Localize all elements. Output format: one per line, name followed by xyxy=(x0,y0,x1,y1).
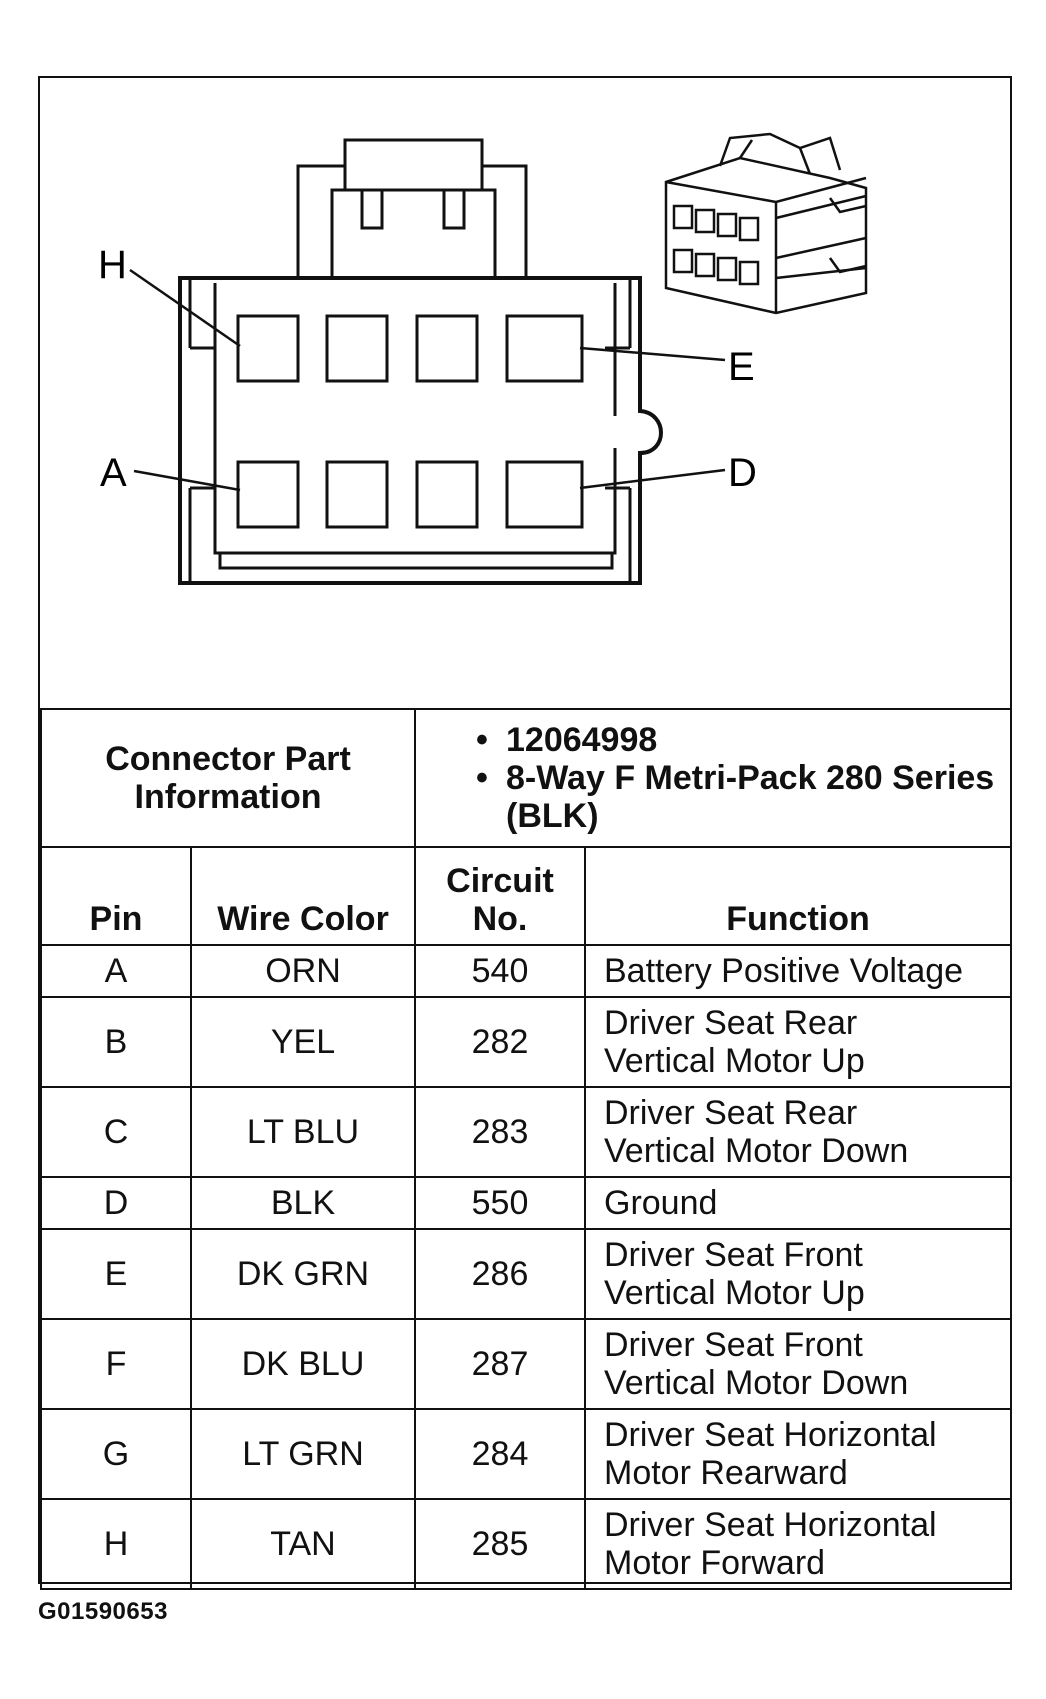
pin-cell: G xyxy=(40,1408,192,1500)
wire-color-cell: LT GRN xyxy=(190,1408,416,1500)
cavity-e xyxy=(505,314,584,383)
connector-isometric-view xyxy=(664,132,868,315)
function-line: Vertical Motor Down xyxy=(604,1364,909,1402)
pin-cell: H xyxy=(40,1498,192,1590)
function-line: Vertical Motor Up xyxy=(604,1042,865,1080)
function-line: Driver Seat Front xyxy=(604,1236,863,1274)
connector-face-diagram: H E A D xyxy=(98,132,868,585)
function-line: Motor Forward xyxy=(604,1544,826,1582)
cavity-b xyxy=(325,460,389,529)
function-line: Battery Positive Voltage xyxy=(604,952,964,990)
pin-cell: E xyxy=(40,1228,192,1320)
circuit-cell: 283 xyxy=(414,1086,586,1178)
circuit-cell: 287 xyxy=(414,1318,586,1410)
pin-label-a: A xyxy=(100,451,127,495)
table-header-row: Pin Wire Color Circuit No. Function xyxy=(40,846,1013,946)
wire-color-cell: LT BLU xyxy=(190,1086,416,1178)
pin-cell: C xyxy=(40,1086,192,1178)
function-line: Driver Seat Rear xyxy=(604,1004,858,1042)
function-line: Ground xyxy=(604,1184,718,1222)
connector-info-values: 12064998 8-Way F Metri-Pack 280 Series (… xyxy=(413,708,1013,848)
cavity-h xyxy=(236,314,300,383)
connector-pinout-table: Connector Part Information 12064998 8-Wa… xyxy=(40,708,1013,1590)
column-header-function: Function xyxy=(583,846,1013,946)
figure-id: G01590653 xyxy=(38,1598,168,1625)
circuit-cell: 282 xyxy=(414,996,586,1088)
pin-leader-lines xyxy=(129,268,726,492)
wire-color-cell: ORN xyxy=(190,944,416,998)
function-line: Driver Seat Rear xyxy=(604,1094,858,1132)
circuit-cell: 550 xyxy=(414,1176,586,1230)
column-header-pin: Pin xyxy=(40,846,192,946)
circuit-cell: 285 xyxy=(414,1498,586,1590)
pin-cell: B xyxy=(40,996,192,1088)
connector-info-row: Connector Part Information 12064998 8-Wa… xyxy=(40,708,1013,848)
function-line: Driver Seat Horizontal xyxy=(604,1506,937,1544)
function-line: Motor Rearward xyxy=(604,1454,848,1492)
pin-label-d: D xyxy=(728,451,757,495)
function-line: Driver Seat Front xyxy=(604,1326,863,1364)
pin-label-e: E xyxy=(728,345,755,389)
cavity-c xyxy=(415,460,479,529)
wire-color-cell: TAN xyxy=(190,1498,416,1590)
function-line: Driver Seat Horizontal xyxy=(604,1416,937,1454)
connector-info-label: Connector Part Information xyxy=(40,708,416,848)
cavity-d xyxy=(505,460,584,529)
function-cell: Battery Positive Voltage xyxy=(583,944,1013,998)
wire-color-cell: BLK xyxy=(190,1176,416,1230)
wire-color-cell: DK GRN xyxy=(190,1228,416,1320)
pin-cell: F xyxy=(40,1318,192,1410)
wire-color-cell: DK BLU xyxy=(190,1318,416,1410)
circuit-cell: 284 xyxy=(414,1408,586,1500)
pin-cell: A xyxy=(40,944,192,998)
pin-cavities xyxy=(236,314,584,529)
column-header-wire-color: Wire Color xyxy=(190,846,416,946)
column-header-circuit: Circuit No. xyxy=(414,846,586,946)
circuit-cell: 540 xyxy=(414,944,586,998)
circuit-cell: 286 xyxy=(414,1228,586,1320)
wire-color-cell: YEL xyxy=(190,996,416,1088)
function-cell: Ground xyxy=(583,1176,1013,1230)
connector-part-number: 12064998 xyxy=(476,721,1010,759)
cavity-f xyxy=(415,314,479,383)
function-line: Vertical Motor Up xyxy=(604,1274,865,1312)
connector-body xyxy=(178,138,663,585)
connector-figure-frame: H E A D Connector Part Informati xyxy=(38,76,1013,1590)
cavity-a xyxy=(236,460,300,529)
pin-label-h: H xyxy=(98,243,127,287)
cavity-g xyxy=(325,314,389,383)
function-line: Vertical Motor Down xyxy=(604,1132,909,1170)
pin-cell: D xyxy=(40,1176,192,1230)
connector-part-type: 8-Way F Metri-Pack 280 Series (BLK) xyxy=(476,759,1010,835)
